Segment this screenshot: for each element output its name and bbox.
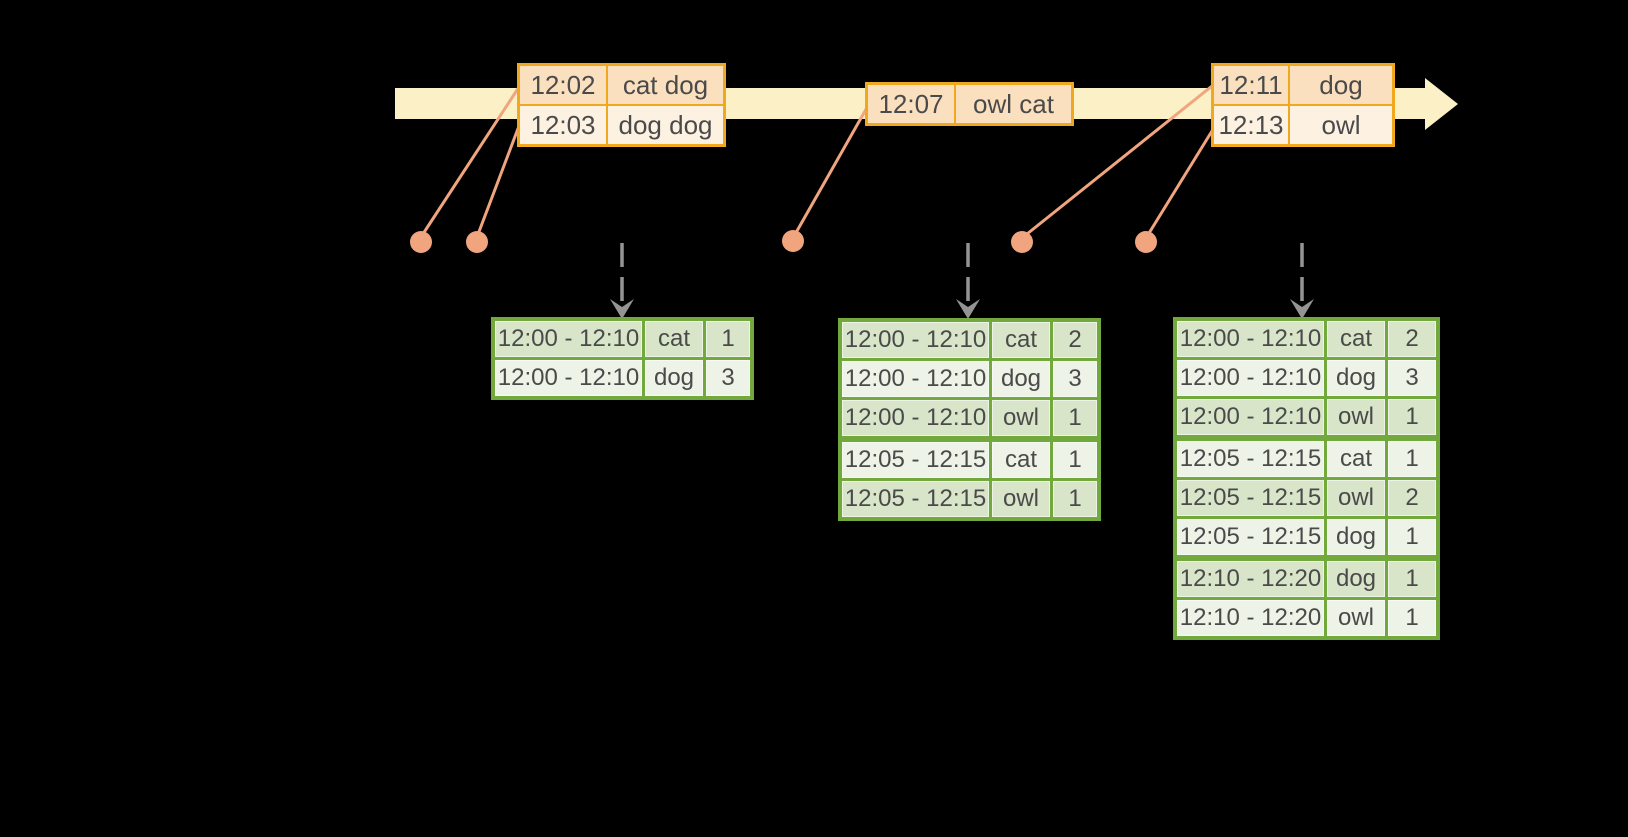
cell-count: 1 [703, 317, 754, 360]
cell-window: 12:00 - 12:10 [491, 357, 645, 400]
cell-word: owl [1324, 477, 1388, 519]
cell-time: 12:13 [1211, 104, 1290, 147]
event-dot-icon [410, 231, 432, 253]
cell-count: 3 [1050, 358, 1101, 400]
cell-word: owl [1324, 597, 1388, 640]
cell-count: 1 [1050, 436, 1101, 481]
event-dot-icon [1135, 231, 1157, 253]
cell-word: dog [989, 358, 1053, 400]
cell-word: owl [1324, 396, 1388, 440]
cell-window: 12:00 - 12:10 [1173, 357, 1327, 399]
cell-word: cat [642, 317, 706, 360]
cell-word: owl [989, 478, 1053, 521]
cell-word: cat [989, 318, 1053, 361]
cell-word: cat [1324, 435, 1388, 480]
cell-count: 2 [1050, 318, 1101, 361]
connector-line [1144, 129, 1214, 240]
cell-time: 12:07 [865, 82, 956, 126]
trigger-arrows [610, 243, 1314, 319]
cell-window: 12:10 - 12:20 [1173, 597, 1327, 640]
cell-word: owl [989, 397, 1053, 441]
event-dots [410, 230, 1157, 253]
cell-words: dog [1288, 63, 1395, 106]
cell-count: 2 [1385, 317, 1440, 360]
cell-words: dog dog [606, 104, 726, 147]
cell-window: 12:05 - 12:15 [838, 436, 992, 481]
connector-line [419, 85, 521, 239]
cell-count: 1 [1385, 555, 1440, 600]
event-dot-icon [782, 230, 804, 252]
cell-count: 1 [1385, 516, 1440, 560]
connector-line [791, 102, 871, 240]
cell-time: 12:03 [517, 104, 608, 147]
cell-window: 12:00 - 12:10 [838, 358, 992, 400]
cell-count: 3 [1385, 357, 1440, 399]
cell-count: 1 [1385, 435, 1440, 480]
cell-window: 12:00 - 12:10 [491, 317, 645, 360]
cell-window: 12:05 - 12:15 [1173, 516, 1327, 560]
cell-word: dog [1324, 516, 1388, 560]
cell-window: 12:00 - 12:10 [838, 397, 992, 441]
cell-word: cat [989, 436, 1053, 481]
connector-line [475, 124, 521, 239]
cell-window: 12:05 - 12:15 [838, 478, 992, 521]
cell-count: 3 [703, 357, 754, 400]
timeline-arrowhead-icon [1425, 78, 1458, 130]
cell-words: cat dog [606, 63, 726, 106]
cell-window: 12:05 - 12:15 [1173, 435, 1327, 480]
cell-time: 12:02 [517, 63, 608, 106]
cell-window: 12:00 - 12:10 [1173, 396, 1327, 440]
cell-count: 1 [1050, 478, 1101, 521]
down-arrow-icon [956, 299, 980, 319]
cell-words: owl [1288, 104, 1395, 147]
event-dot-icon [466, 231, 488, 253]
cell-word: cat [1324, 317, 1388, 360]
down-arrow-icon [1290, 299, 1314, 319]
down-arrow-icon [610, 299, 634, 319]
cell-window: 12:10 - 12:20 [1173, 555, 1327, 600]
cell-word: dog [1324, 357, 1388, 399]
cell-count: 1 [1050, 397, 1101, 441]
cell-window: 12:00 - 12:10 [1173, 317, 1327, 360]
event-dot-icon [1011, 231, 1033, 253]
cell-window: 12:05 - 12:15 [1173, 477, 1327, 519]
connector-line [1020, 84, 1214, 240]
cell-count: 2 [1385, 477, 1440, 519]
cell-word: dog [1324, 555, 1388, 600]
cell-words: owl cat [954, 82, 1074, 126]
cell-window: 12:00 - 12:10 [838, 318, 992, 361]
cell-count: 1 [1385, 396, 1440, 440]
cell-word: dog [642, 357, 706, 400]
cell-time: 12:11 [1211, 63, 1290, 106]
event-connectors [419, 84, 1214, 240]
cell-count: 1 [1385, 597, 1440, 640]
